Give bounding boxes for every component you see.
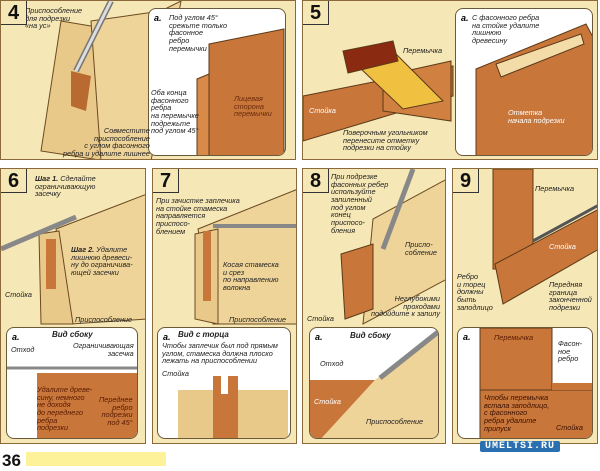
passes-label: Неглубокими проходами подойдите к запилу — [371, 294, 440, 319]
step-number: 9 — [453, 169, 479, 193]
mark-label: Отметка начала подрезки — [508, 108, 565, 125]
panel-7: 7 При зачистке заплечика на стойке стаме… — [152, 168, 297, 444]
inset-letter: a. — [463, 332, 471, 342]
transfer-label: Поверочным угольником перенесите отметку… — [343, 128, 428, 153]
stile-label: Стойка — [162, 369, 189, 378]
step-number: 4 — [1, 1, 27, 25]
align-label: Совместите приспособление с углом фасонн… — [63, 126, 150, 158]
stile-label: Стойка — [549, 242, 576, 251]
stile-label: Стойка — [556, 423, 583, 432]
waste-label: Отход — [11, 345, 35, 354]
step1-label: Шаг 1. Сделайте ограничивающую засечку — [35, 174, 96, 199]
step2-label: Шаг 2. Удалите лишнюю древеси- ну до огр… — [71, 245, 133, 277]
chisel-illustration — [194, 189, 296, 325]
jig-label: Присло- собление — [405, 240, 437, 257]
page-number: 36 — [2, 451, 21, 470]
stile-label: Стойка — [5, 290, 32, 299]
cut-label: Под углом 45° срежьте только фасонное ре… — [169, 13, 228, 53]
joint-illustration — [492, 169, 597, 305]
notch-illustration — [1, 194, 145, 325]
rail-illustration — [196, 28, 285, 155]
footer-band — [26, 452, 166, 466]
inset-a: a. Вид с торца Чтобы заплечик был под пр… — [157, 327, 291, 439]
step-number: 8 — [303, 169, 329, 193]
stile-label: Стойка — [307, 314, 334, 323]
both-ends-label: Оба конца фасонного ребра на перемычке п… — [151, 88, 199, 136]
panel-4: 4 Приспособление для подрезки «на ус» Со… — [0, 0, 296, 160]
side-view-illustration — [7, 366, 137, 438]
guide-label: При зачистке заплечика на стойке стамеск… — [156, 196, 240, 236]
inset-letter: a. — [163, 332, 171, 342]
rail-label: Перемычка — [535, 184, 575, 193]
jig-label: Приспособление — [75, 315, 133, 324]
panel-9: 9 Перемычка Стойка Ребро и торец должны … — [452, 168, 598, 444]
step-number: 6 — [1, 169, 27, 193]
jig-label: Приспособление — [229, 315, 287, 324]
rail-label: Перемычка — [494, 333, 534, 342]
end-view-illustration — [178, 376, 288, 438]
inset-a: a. Перемычка Фасон- ное ребро Чтобы пере… — [457, 327, 593, 439]
trimming-illustration — [340, 169, 445, 325]
flush-label: Ребро и торец должны быть заподлицо — [457, 272, 493, 312]
inset-title: Вид сбоку — [52, 330, 93, 339]
step-number: 7 — [153, 169, 179, 193]
inset-letter: a. — [154, 13, 162, 23]
remove-label: Удалите древе- сину, немного не доходя д… — [37, 385, 93, 433]
jig-label: Приспособление — [366, 417, 424, 426]
panel-6: 6 Шаг 1. Сделайте ограничивающую засечку… — [0, 168, 146, 444]
chisel-label: Косая стамеска и срез по направлению вол… — [223, 260, 279, 292]
stile-illustration — [475, 23, 592, 155]
square-illustration — [303, 40, 454, 142]
note-label: Чтобы заплечик был под прямым углом, ста… — [162, 341, 278, 366]
step-number: 5 — [303, 1, 329, 25]
profile-label: Фасон- ное ребро — [558, 339, 583, 364]
inset-letter: a. — [12, 332, 20, 342]
waste-label: Отход — [320, 359, 344, 368]
face-label: Лицевая сторона перемычки — [234, 94, 272, 119]
panel-5: 5 Перемычка Стойка Поверочным угольником… — [302, 0, 598, 160]
border-label: Передняя граница законченной подрезки — [549, 280, 592, 312]
inset-a: a. Вид сбоку Отход Ограничивающая засечк… — [6, 327, 138, 439]
inset-letter: a. — [461, 13, 469, 23]
inset-title: Вид сбоку — [350, 331, 391, 340]
tool-label: Приспособление для подрезки «на ус» — [25, 6, 83, 31]
stile-label: Стойка — [309, 106, 336, 115]
inset-title: Вид с торца — [178, 330, 229, 339]
inset-a: a. С фасонного ребра на стойке удалите л… — [455, 8, 593, 156]
inset-a: a. Вид сбоку Отход Стойка Приспособление — [309, 327, 439, 439]
remove-label: С фасонного ребра на стойке удалите лишн… — [472, 13, 540, 45]
edge-label: Переднее ребро подрезки под 45° — [99, 395, 133, 427]
stile-label: Стойка — [314, 397, 341, 406]
front-view-illustration — [479, 328, 592, 438]
inset-letter: a. — [315, 332, 323, 342]
tip-label: При подрезке фасонных ребер используйте … — [331, 172, 389, 235]
watermark: UMELTSI.RU — [480, 441, 561, 452]
note-label: Чтобы перемычка встала заподлицо, с фасо… — [484, 393, 550, 433]
panel-8: 8 При подрезке фасонных ребер используйт… — [302, 168, 446, 444]
inset-a: a. Под углом 45° срежьте только фасонное… — [148, 8, 286, 156]
notch-label: Ограничивающая засечка — [73, 341, 134, 358]
rail-label: Перемычка — [403, 46, 443, 55]
side-view-illustration — [310, 329, 438, 438]
